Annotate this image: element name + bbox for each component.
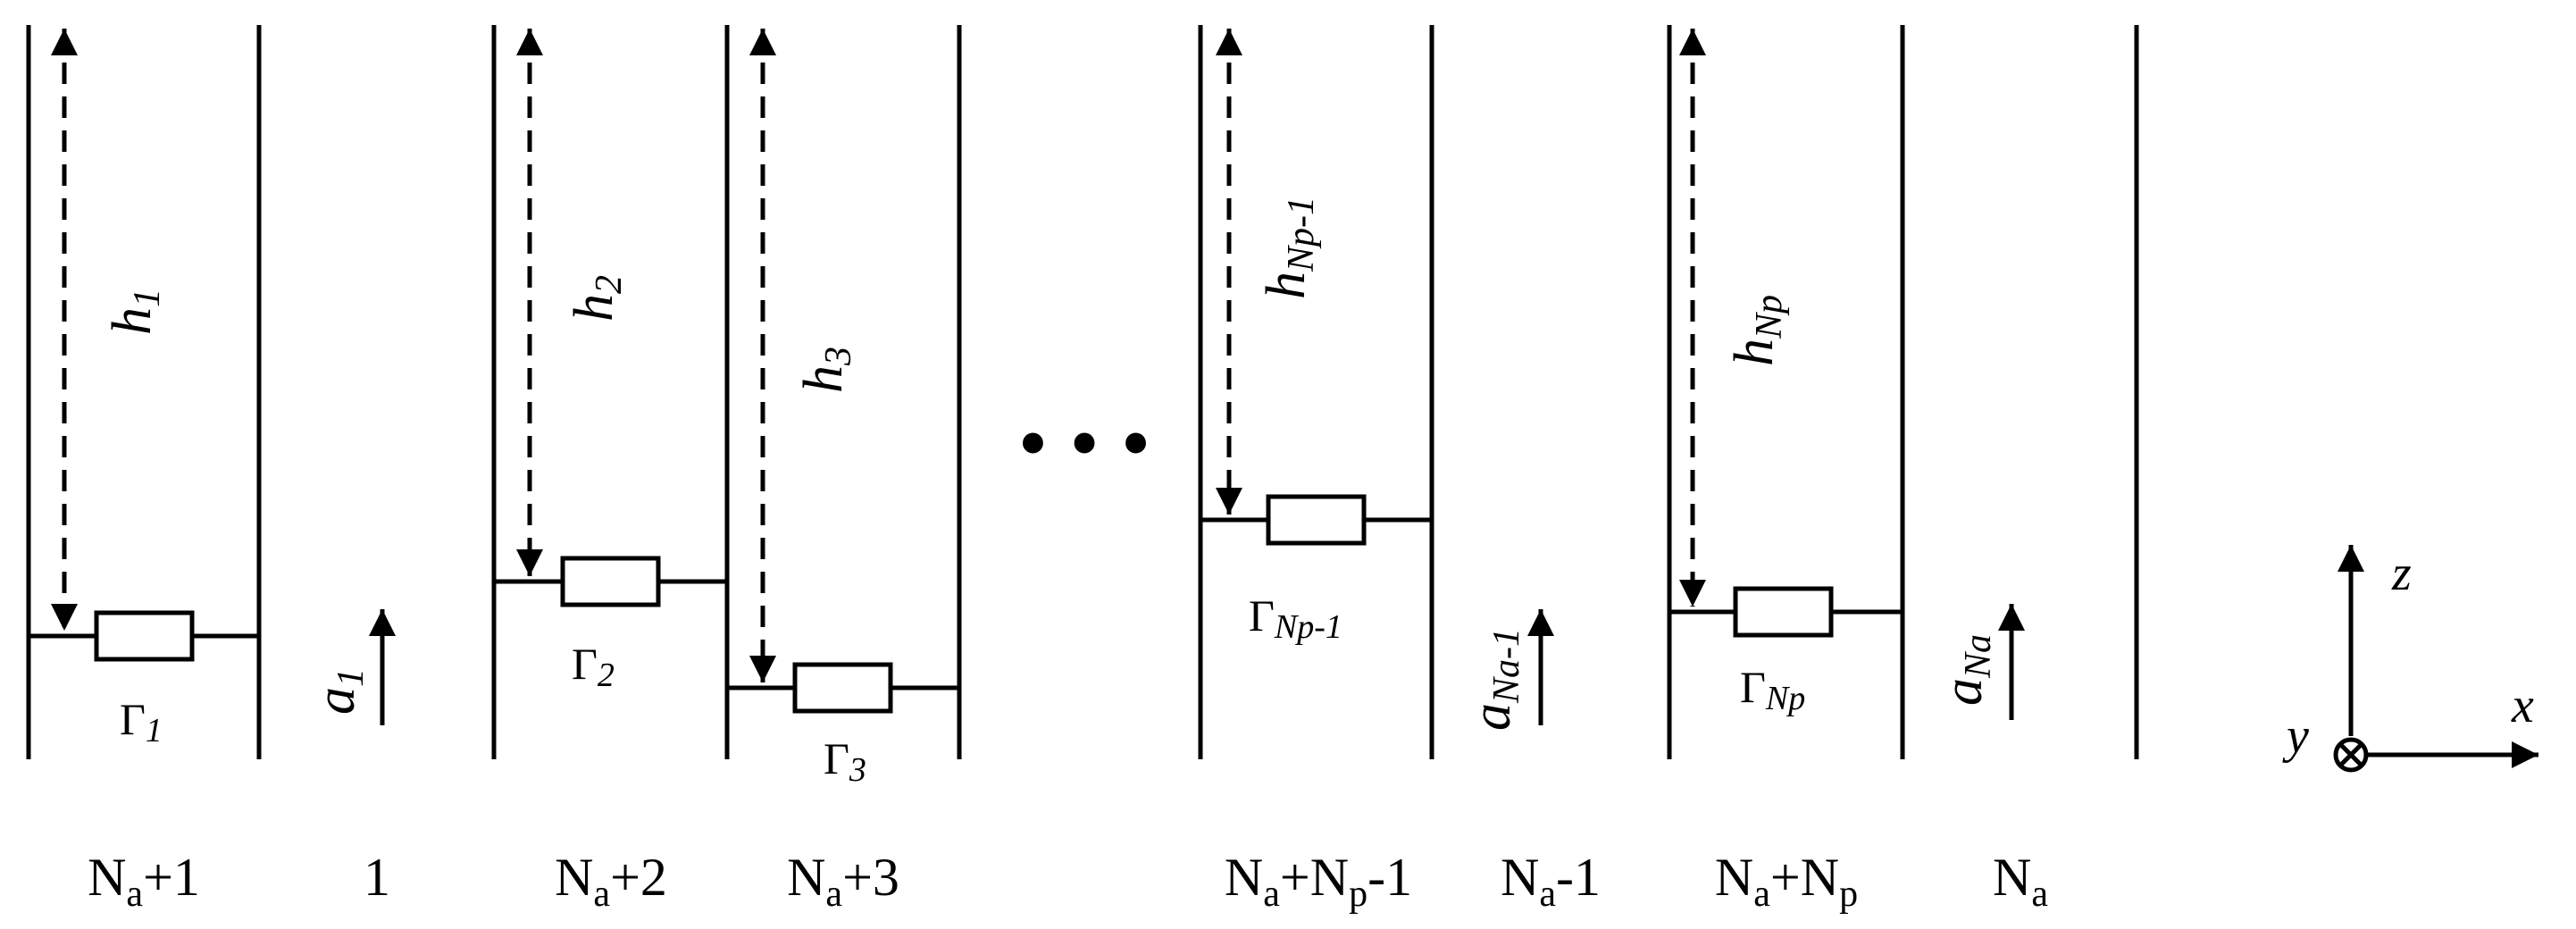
z-axis-label: z	[2391, 546, 2412, 601]
load-line-np-1	[1200, 494, 1432, 546]
bottom-label-na-plus-np-minus-1: Na+Np-1	[1225, 848, 1412, 915]
height-label-hnp: hNp	[1724, 295, 1790, 366]
gap-label-ana-1: aNa-1	[1461, 628, 1527, 731]
load-line-2	[494, 556, 727, 607]
load-label-g2: Γ2	[572, 639, 615, 694]
height-label-h2: h2	[564, 275, 630, 322]
bottom-label-na-plus-2: Na+2	[555, 848, 667, 915]
height-label-h1: h1	[102, 289, 168, 335]
load-line-3	[727, 662, 959, 714]
gap-label-ana: aNa	[1933, 634, 1999, 706]
waveguide-walls	[26, 25, 2139, 759]
ellipsis: • • •	[1018, 395, 1151, 490]
bottom-label-na-minus-1: Na-1	[1501, 848, 1601, 915]
load-label-g1: Γ1	[120, 694, 163, 749]
load-label-gnp-1: ΓNp-1	[1249, 590, 1342, 646]
load-label-gnp: ΓNp	[1740, 662, 1805, 717]
load-label-g3: Γ3	[824, 733, 866, 789]
height-label-hnp-1: hNp-1	[1256, 197, 1322, 299]
bottom-label-1: 1	[364, 848, 390, 907]
coordinate-axes: z x y	[2282, 545, 2538, 773]
bottom-label-na: Na	[1993, 848, 2048, 915]
bottom-label-na-plus-np: Na+Np	[1715, 848, 1858, 915]
load-line-np	[1669, 586, 1903, 638]
bottom-label-na-plus-1: Na+1	[88, 848, 200, 915]
gap-label-a1: a1	[305, 668, 372, 715]
x-axis-label: x	[2511, 678, 2534, 733]
bottom-label-na-plus-3: Na+3	[787, 848, 899, 915]
load-line-1	[29, 610, 259, 662]
height-label-h3: h3	[793, 347, 859, 393]
y-axis-into-page-icon	[2333, 737, 2369, 773]
y-axis-label: y	[2282, 708, 2309, 764]
